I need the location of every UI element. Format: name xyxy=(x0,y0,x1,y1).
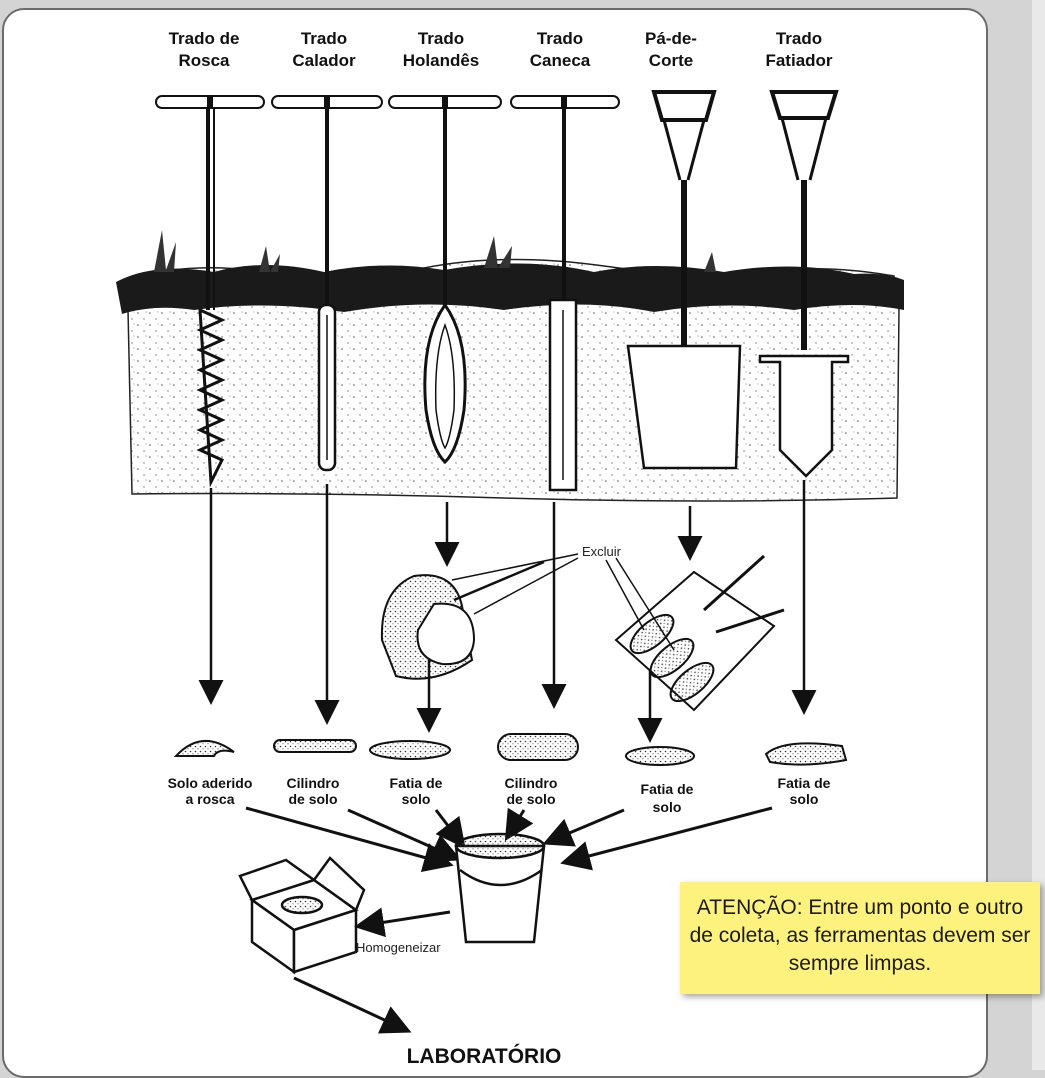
sample-holandes-slice xyxy=(370,741,450,759)
box-illustration xyxy=(240,858,364,972)
sample-shapes xyxy=(176,734,846,765)
attention-note: ATENÇÃO: Entre um ponto e outro de colet… xyxy=(680,882,1040,994)
sample-label-4-1: Fatia de xyxy=(641,781,694,797)
tool-label-caneca-2: Caneca xyxy=(530,51,591,70)
excluir-pa-illustration xyxy=(616,556,784,710)
sample-label-3-1: Cilindro xyxy=(505,775,558,791)
excluir-holandes-illustration xyxy=(382,562,544,679)
sample-label-0-1: Solo aderido xyxy=(168,775,253,791)
tool-label-calador-2: Calador xyxy=(292,51,356,70)
sample-fatiador-slice xyxy=(766,743,846,764)
sample-label-0-2: a rosca xyxy=(185,791,234,807)
sample-calador-cylinder xyxy=(274,740,356,752)
tool-label-holandes-1: Trado xyxy=(418,29,464,48)
bucket-illustration xyxy=(456,834,544,942)
tool-label-rosca-2: Rosca xyxy=(178,51,230,70)
laboratorio-label: LABORATÓRIO xyxy=(407,1044,562,1068)
homogeneizar-label: Homogeneizar xyxy=(356,940,441,955)
tool-label-fatiador-2: Fatiador xyxy=(765,51,832,70)
tool-label-caneca-1: Trado xyxy=(537,29,583,48)
sample-label-3-2: de solo xyxy=(506,791,555,807)
sample-label-4-2: solo xyxy=(653,799,682,815)
sample-label-5-1: Fatia de xyxy=(778,775,831,791)
sample-label-1-2: de solo xyxy=(288,791,337,807)
homogeneizar-arrow xyxy=(360,912,450,926)
tool-label-fatiador-1: Trado xyxy=(776,29,822,48)
tool-label-pa-2: Corte xyxy=(649,51,693,70)
excluir-label: Excluir xyxy=(582,544,622,559)
sample-label-2-2: solo xyxy=(402,791,431,807)
sample-caneca-cylinder xyxy=(498,734,578,760)
sample-pa-slice xyxy=(626,747,694,765)
tool-label-pa-1: Pá-de- xyxy=(645,29,697,48)
sample-label-2-1: Fatia de xyxy=(390,775,443,791)
sample-rosca xyxy=(176,741,234,756)
sample-label-5-2: solo xyxy=(790,791,819,807)
sample-labels: Solo aderido a rosca Cilindro de solo Fa… xyxy=(168,775,831,815)
laboratorio-arrow xyxy=(294,978,406,1030)
tool-label-calador-1: Trado xyxy=(301,29,347,48)
sample-label-1-1: Cilindro xyxy=(287,775,340,791)
tool-label-holandes-2: Holandês xyxy=(403,51,480,70)
tool-label-rosca-1: Trado de xyxy=(169,29,240,48)
tool-labels: Trado de Rosca Trado Calador Trado Holan… xyxy=(169,29,833,70)
